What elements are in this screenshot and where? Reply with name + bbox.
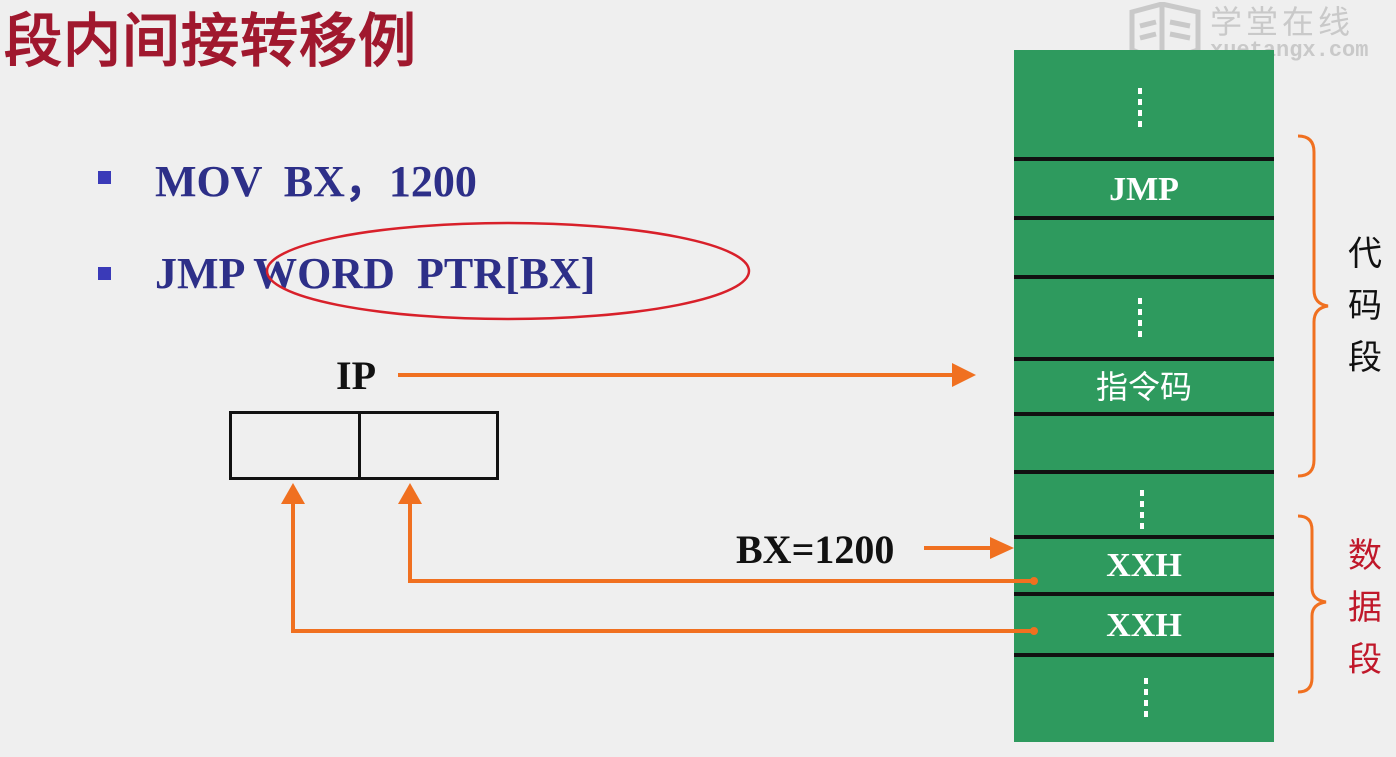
memory-divider	[1014, 275, 1274, 279]
logo-text: 学堂在线	[1210, 3, 1355, 41]
ip-register-box	[229, 411, 499, 480]
memory-cell-data-1: XXH	[1106, 547, 1182, 584]
instruction-mov: MOV BX，1200	[155, 157, 477, 206]
highlight-ellipse	[265, 221, 751, 321]
instruction-line-2: JMP WORD PTR[BX]	[98, 248, 595, 298]
memory-divider	[1014, 157, 1274, 161]
instruction-line-1: MOV BX，1200	[98, 152, 477, 206]
page-title: 段内间接转移例	[4, 7, 418, 75]
bullet-icon	[98, 266, 111, 280]
memory-cell-data-2: XXH	[1106, 607, 1182, 644]
memory-column: JMP 指令码 XXH XXH	[1014, 50, 1274, 742]
memory-divider	[1014, 592, 1274, 596]
ellipsis-dots	[1138, 298, 1142, 338]
memory-divider	[1014, 412, 1274, 416]
memory-divider	[1014, 216, 1274, 220]
bullet-icon	[98, 170, 111, 184]
memory-cell-jmp: JMP	[1109, 171, 1179, 208]
memory-divider	[1014, 470, 1274, 474]
high-byte-arrow	[281, 483, 1038, 635]
code-segment-brace	[1297, 134, 1329, 478]
memory-divider	[1014, 653, 1274, 657]
ip-label: IP	[336, 353, 376, 398]
data-segment-brace	[1297, 514, 1327, 694]
low-byte-arrow	[398, 483, 1038, 585]
bx-arrow	[924, 537, 1014, 559]
code-segment-label: 代码段	[1348, 234, 1382, 378]
ellipsis-dots	[1144, 678, 1148, 718]
memory-divider	[1014, 535, 1274, 539]
ip-arrow	[398, 363, 976, 387]
memory-cell-opcode: 指令码	[1095, 368, 1192, 406]
ellipsis-dots	[1138, 88, 1142, 128]
data-segment-label: 数据段	[1348, 536, 1382, 680]
bx-label: BX=1200	[736, 527, 895, 572]
ip-register-divider	[358, 414, 361, 477]
memory-divider	[1014, 357, 1274, 361]
ellipsis-dots	[1140, 490, 1144, 530]
instruction-jmp: JMP WORD PTR[BX]	[155, 248, 596, 298]
